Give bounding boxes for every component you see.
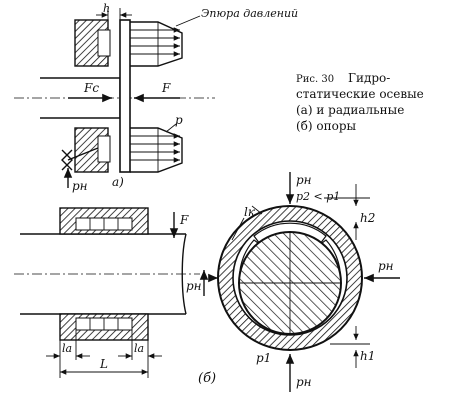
label-fc: Fc — [83, 81, 99, 95]
label-h1: h1 — [360, 349, 375, 363]
caption-line-3: (а) и радиальные — [296, 103, 404, 117]
label-la-right: lа — [134, 342, 144, 355]
caption-number: Рис. 30 — [296, 74, 334, 85]
label-l: L — [99, 357, 108, 371]
label-lk: lк — [244, 205, 256, 219]
label-p2-p1: p2 < p1 — [296, 190, 340, 203]
label-h2: h2 — [360, 211, 375, 225]
axial-bearing-diagram: h Эпюра давлений Fc F p pн а) — [14, 2, 298, 193]
label-pn-right: pн — [378, 259, 394, 273]
radial-bearing-cross-section: pн p2 < p1 lк h2 pн h1 p1 pн — [208, 172, 400, 392]
label-f-b: F — [179, 213, 189, 227]
caption-line-4: (б) опоры — [296, 119, 357, 133]
sublabel-b: (б) — [198, 371, 216, 386]
caption-line-2: статические осевые — [296, 87, 424, 101]
label-pn-a: pн — [72, 179, 88, 193]
sublabel-a: а) — [112, 175, 124, 189]
figure-caption: Рис. 30 Гидро- статические осевые (а) и … — [296, 71, 424, 133]
label-pn-bottom: pн — [296, 375, 312, 389]
radial-bearing-section: F pн lа lа L (б) — [14, 207, 216, 386]
label-pn-b: pн — [186, 279, 202, 293]
label-p: p — [175, 113, 183, 127]
label-pn-top: pн — [296, 173, 312, 187]
label-p1: p1 — [256, 351, 271, 365]
label-la-left: lа — [62, 342, 72, 355]
label-f: F — [161, 81, 171, 95]
caption-line-1: Гидро- — [348, 71, 390, 85]
label-h: h — [103, 2, 110, 15]
label-pressure-diagram: Эпюра давлений — [201, 7, 298, 20]
